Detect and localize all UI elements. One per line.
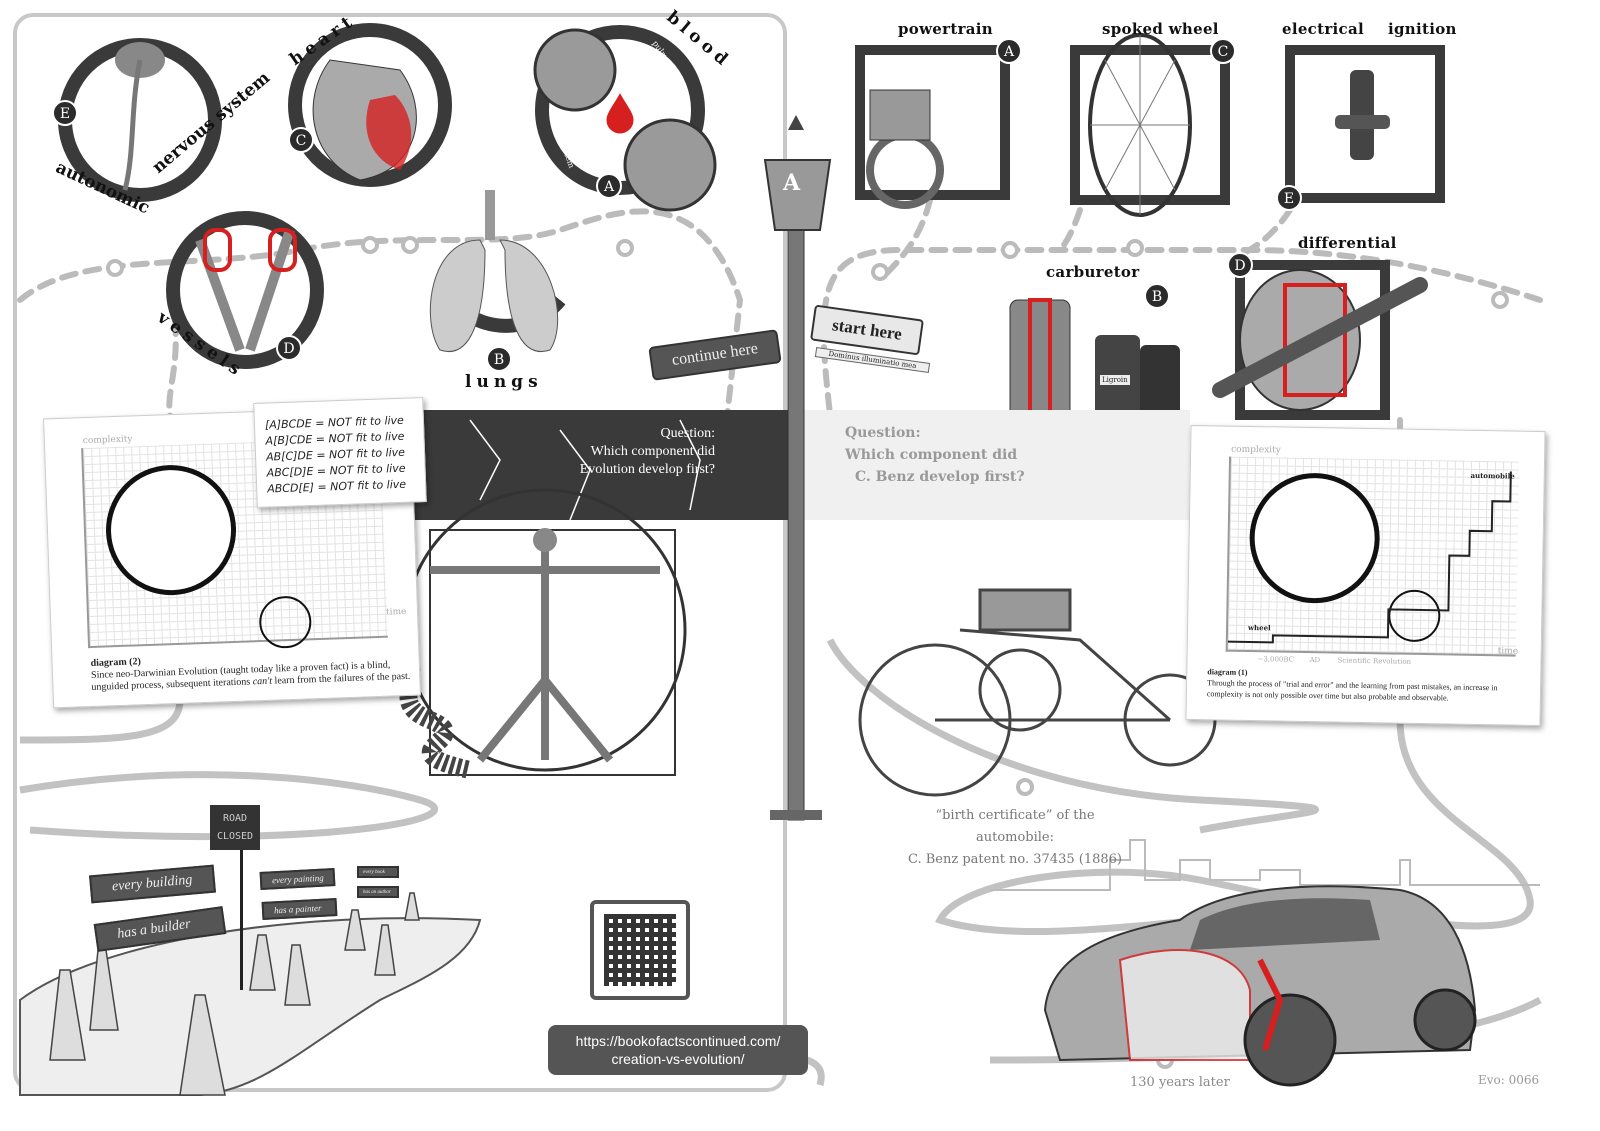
evolution-question: Question: Which component did Evolution … bbox=[555, 425, 715, 479]
x-axis-label: time bbox=[1497, 646, 1519, 657]
lamp bbox=[763, 159, 832, 231]
zoom-source-circle bbox=[258, 595, 313, 650]
road-sign-line: CLOSED bbox=[216, 831, 254, 842]
url-line: https://bookofactscontinued.com/ bbox=[575, 1033, 781, 1049]
patent-line: C. Benz patent no. 37435 (1886) bbox=[907, 852, 1123, 867]
diagram-1-paper: complexity automobile wheel time ~3,000B… bbox=[1185, 424, 1546, 727]
qr-pattern bbox=[604, 914, 676, 986]
left-panel-frame bbox=[13, 13, 787, 1092]
lungs-label: lungs bbox=[465, 372, 543, 392]
y-axis-label: complexity bbox=[82, 434, 133, 447]
url-line: creation-vs-evolution/ bbox=[611, 1051, 745, 1067]
question-line: Evolution develop first? bbox=[579, 462, 715, 477]
chart-grid: automobile wheel bbox=[1225, 456, 1520, 657]
road-sign-line: ROAD bbox=[222, 813, 248, 824]
qr-code[interactable] bbox=[590, 900, 690, 1000]
patent-line: “birth certificate” of the automobile: bbox=[935, 808, 1095, 845]
badge-e: E bbox=[52, 100, 78, 126]
lamp-post bbox=[787, 199, 805, 821]
badge-d: D bbox=[276, 335, 302, 361]
years-later-label: 130 years later bbox=[1130, 1075, 1230, 1090]
benz-car bbox=[858, 588, 1217, 797]
url-link[interactable]: https://bookofactscontinued.com/ creatio… bbox=[548, 1025, 808, 1075]
automobile-label: automobile bbox=[1470, 470, 1515, 481]
badge-a-powertrain: A bbox=[996, 38, 1022, 64]
light-band bbox=[800, 410, 1190, 520]
differential-label: differential bbox=[1298, 234, 1397, 252]
question-title: Question: bbox=[660, 426, 715, 441]
spoked-wheel-label: spoked wheel bbox=[1102, 20, 1219, 38]
lightning bbox=[469, 419, 701, 521]
organ-drawings bbox=[115, 28, 717, 352]
diagram-1-title: diagram (1) bbox=[1207, 667, 1248, 677]
benz-question: Question: Which component did C. Benz de… bbox=[845, 422, 1025, 488]
wheel-label: wheel bbox=[1247, 622, 1271, 633]
electrical-label: electrical bbox=[1282, 20, 1364, 38]
question-line: Which component did bbox=[590, 444, 715, 459]
skyline bbox=[990, 839, 1540, 891]
caption-text: Through the process of "trial and error"… bbox=[1206, 678, 1498, 703]
diagram-2-caption: diagram (2) Since neo-Darwinian Evolutio… bbox=[90, 647, 411, 694]
badge-e-ignition: E bbox=[1276, 185, 1302, 211]
component-frames bbox=[855, 45, 1445, 420]
tick-label: Scientific Revolution bbox=[1337, 656, 1412, 666]
complexity-steps bbox=[1227, 471, 1512, 644]
patent-caption: “birth certificate” of the automobile: C… bbox=[905, 805, 1125, 871]
fitness-note: [A]BCDE = NOT fit to live A[B]CDE = NOT … bbox=[253, 397, 427, 508]
badge-b-carburetor: B bbox=[1144, 283, 1170, 309]
bottle-label: Ligroin bbox=[1100, 375, 1130, 385]
y-axis-label: complexity bbox=[1231, 444, 1281, 456]
badge-c-wheel: C bbox=[1210, 38, 1236, 64]
cliff bbox=[19, 917, 482, 1096]
tick-label: ~3,000BC bbox=[1257, 655, 1295, 664]
badge-a: A bbox=[596, 173, 622, 199]
modern-car bbox=[1043, 885, 1477, 1087]
road-closed-sign: ROAD CLOSED bbox=[210, 805, 260, 850]
diagram-2-title: diagram (2) bbox=[90, 656, 142, 669]
question-line: Which component did bbox=[845, 447, 1018, 463]
caption-emphasis: can't bbox=[252, 675, 273, 688]
carburetor-label: carburetor bbox=[1046, 263, 1140, 281]
powertrain-label: powertrain bbox=[898, 20, 994, 38]
code-label: Evo: 0066 bbox=[1478, 1073, 1540, 1087]
barrier-3-top: every book bbox=[357, 866, 399, 878]
dna-helix bbox=[386, 641, 472, 779]
zoom-lens bbox=[103, 462, 239, 598]
question-line: C. Benz develop first? bbox=[855, 469, 1025, 485]
badge-c: C bbox=[288, 127, 314, 153]
ignition-label: ignition bbox=[1388, 20, 1457, 38]
badge-b: B bbox=[486, 346, 512, 372]
tick-label: AD bbox=[1309, 656, 1321, 665]
diagram-1-caption: diagram (1) Through the process of "tria… bbox=[1207, 666, 1533, 705]
traffic-cones bbox=[49, 892, 420, 1096]
x-axis-label: time bbox=[385, 606, 407, 618]
barrier-3-bottom: has an author bbox=[357, 886, 399, 898]
question-title: Question: bbox=[845, 425, 921, 441]
lamp-letter: A bbox=[783, 170, 801, 196]
badge-d-differential: D bbox=[1227, 252, 1253, 278]
